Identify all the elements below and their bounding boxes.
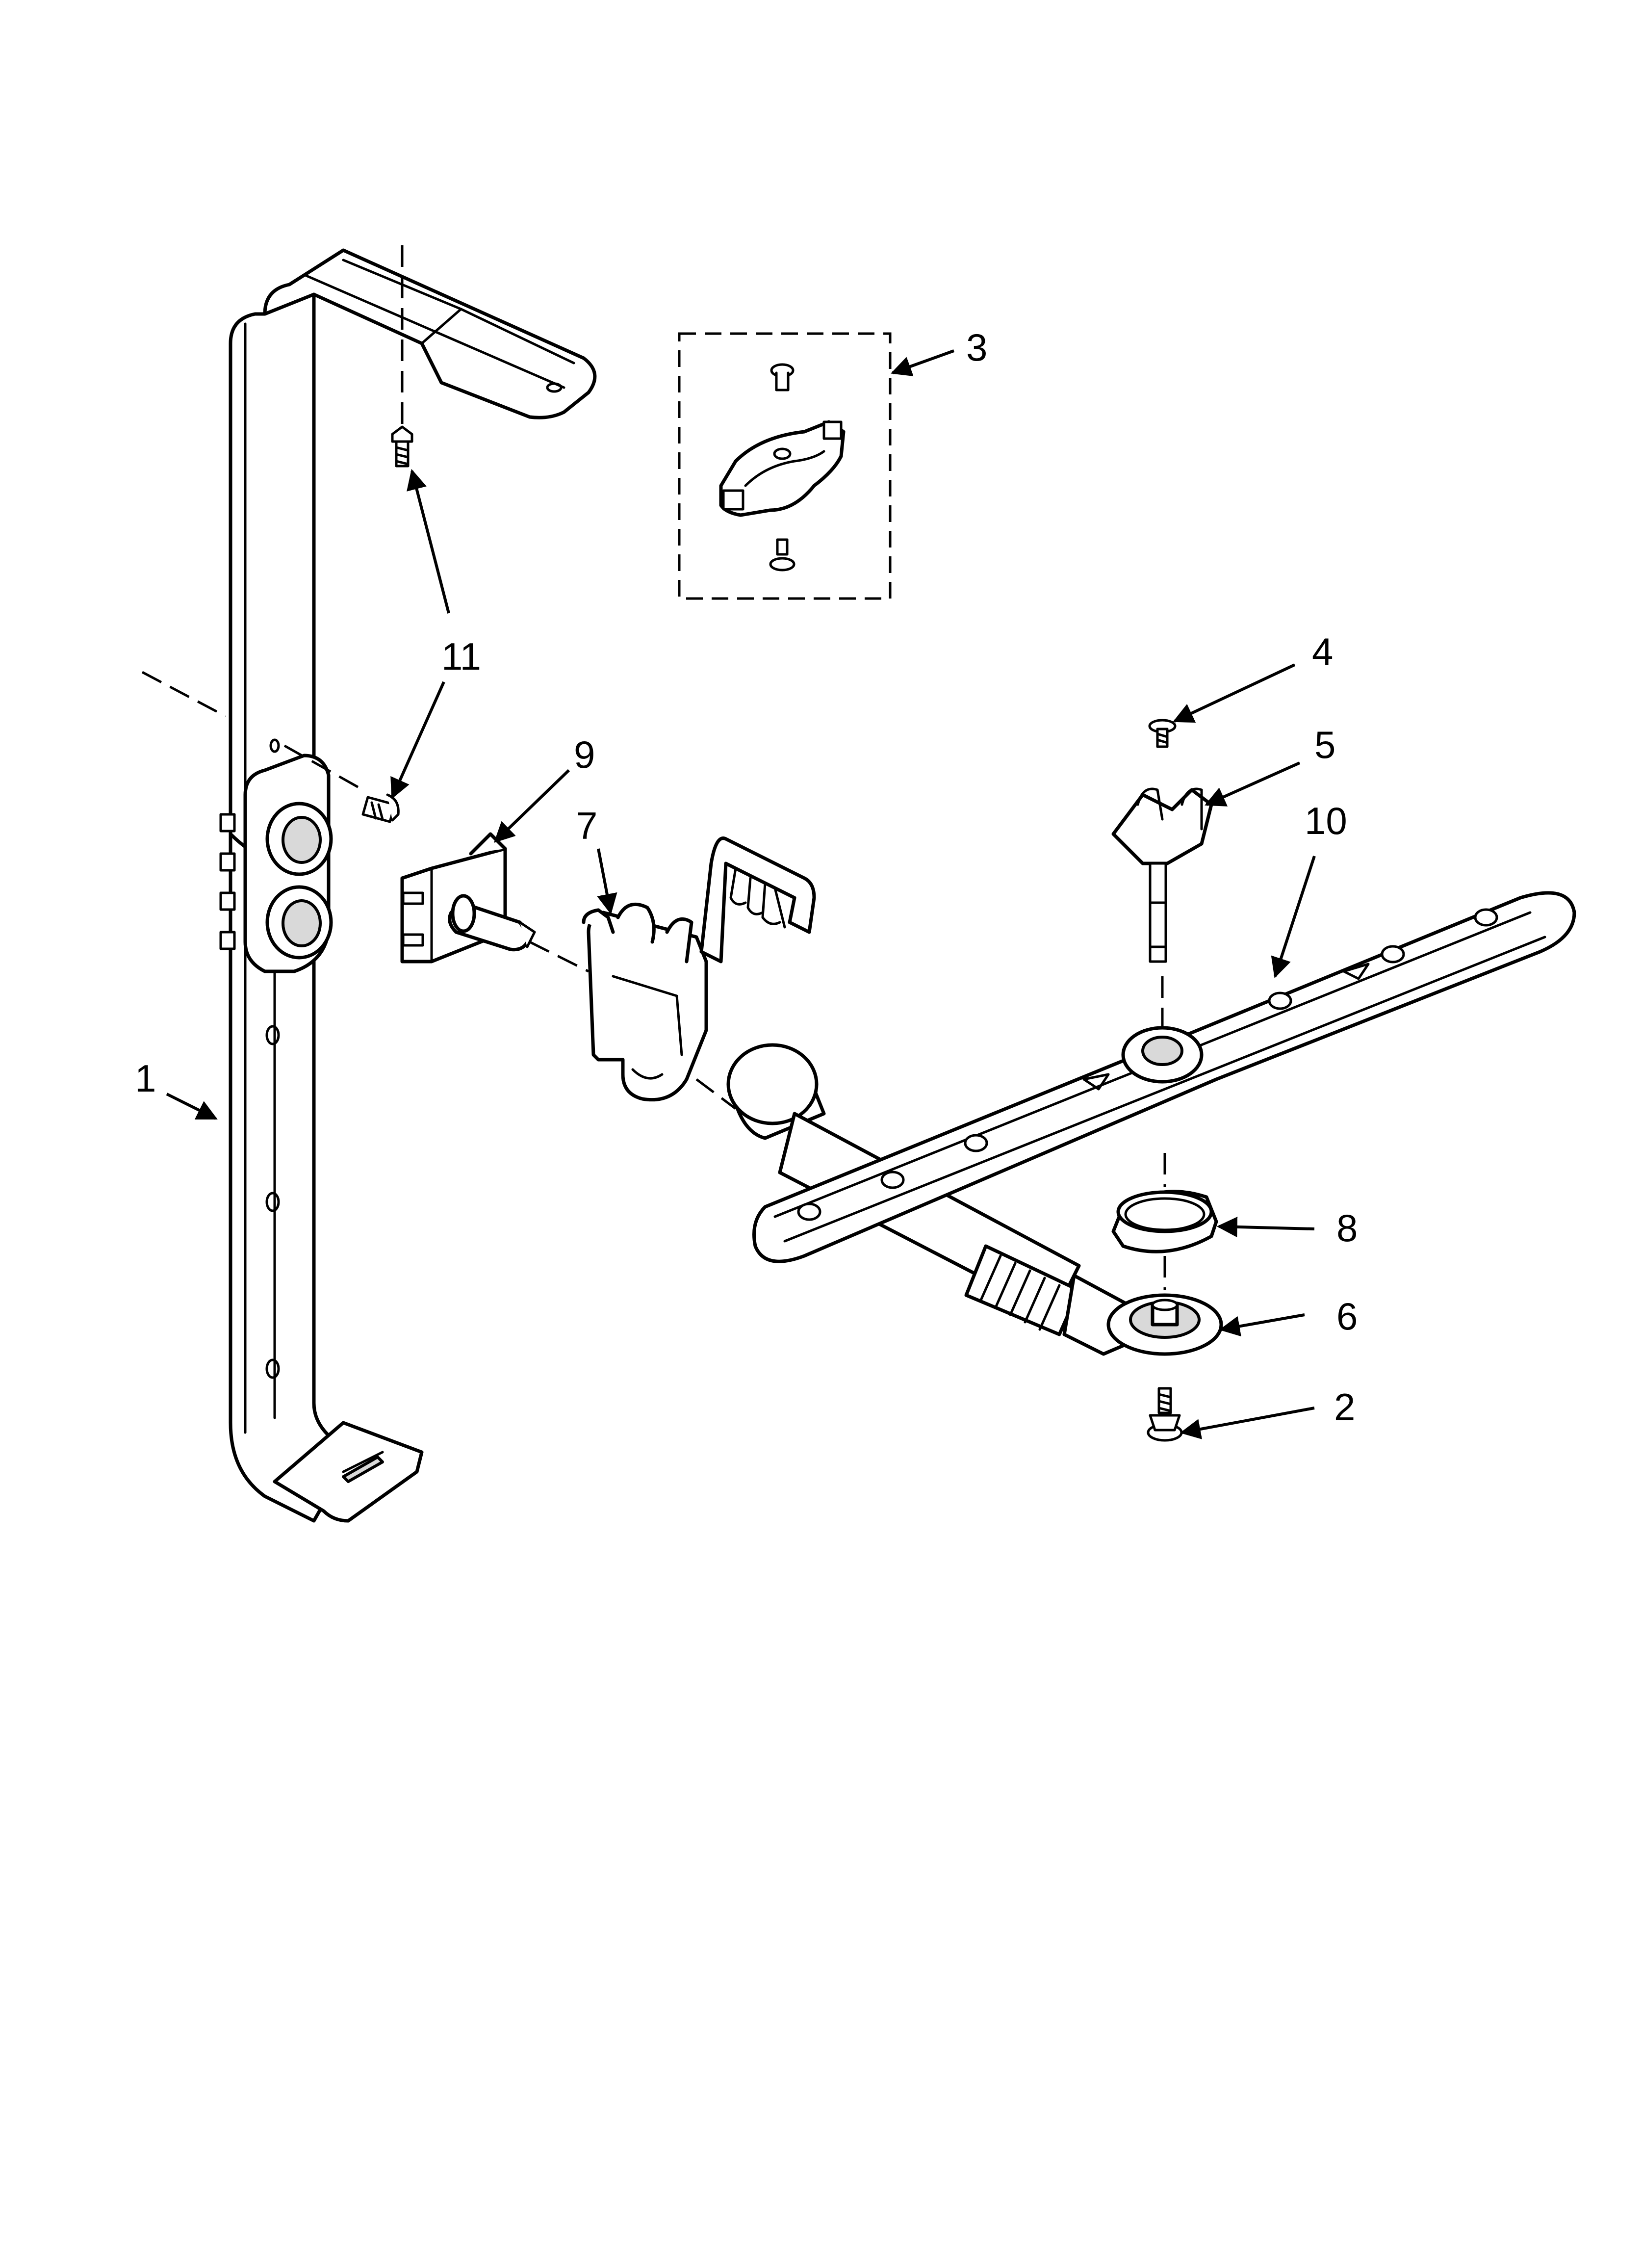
assembly-lines xyxy=(141,245,1166,1290)
part-5-arm-clip[interactable] xyxy=(1111,787,1213,963)
part-10-spray-arm[interactable] xyxy=(726,891,1576,1356)
callout-3: 3 xyxy=(966,326,987,369)
callout-4: 4 xyxy=(1312,630,1333,673)
part-3-clip[interactable] xyxy=(719,420,846,517)
part-7-rack-bracket[interactable] xyxy=(582,836,816,1102)
callout-5: 5 xyxy=(1314,723,1335,766)
part-9-bracket[interactable] xyxy=(400,832,536,964)
part-4-screw[interactable] xyxy=(1148,719,1177,748)
leader-lines xyxy=(166,349,1316,1439)
callout-6: 6 xyxy=(1336,1295,1358,1338)
callout-8: 8 xyxy=(1336,1206,1358,1250)
part-8-seal-ring[interactable] xyxy=(1111,1190,1218,1253)
callout-2: 2 xyxy=(1334,1385,1355,1429)
callout-11: 11 xyxy=(441,635,481,678)
part-3-pin-top[interactable] xyxy=(770,363,795,391)
callout-9: 9 xyxy=(574,733,595,776)
part-11-screw-lower[interactable] xyxy=(361,793,400,823)
callout-7: 7 xyxy=(576,804,597,847)
callout-10: 10 xyxy=(1305,799,1347,842)
part-1-supply-tube[interactable] xyxy=(219,248,597,1523)
part-3-kit-box xyxy=(678,332,892,600)
part-6-bearing[interactable] xyxy=(1106,1293,1223,1356)
part-3-pin-bottom[interactable] xyxy=(769,538,795,572)
callout-1: 1 xyxy=(135,1057,156,1100)
part-11-screw-upper[interactable] xyxy=(391,425,413,468)
part-2-screw[interactable] xyxy=(1147,1387,1183,1442)
callouts: 1 2 3 4 5 6 7 8 9 10 11 xyxy=(135,326,1358,1429)
